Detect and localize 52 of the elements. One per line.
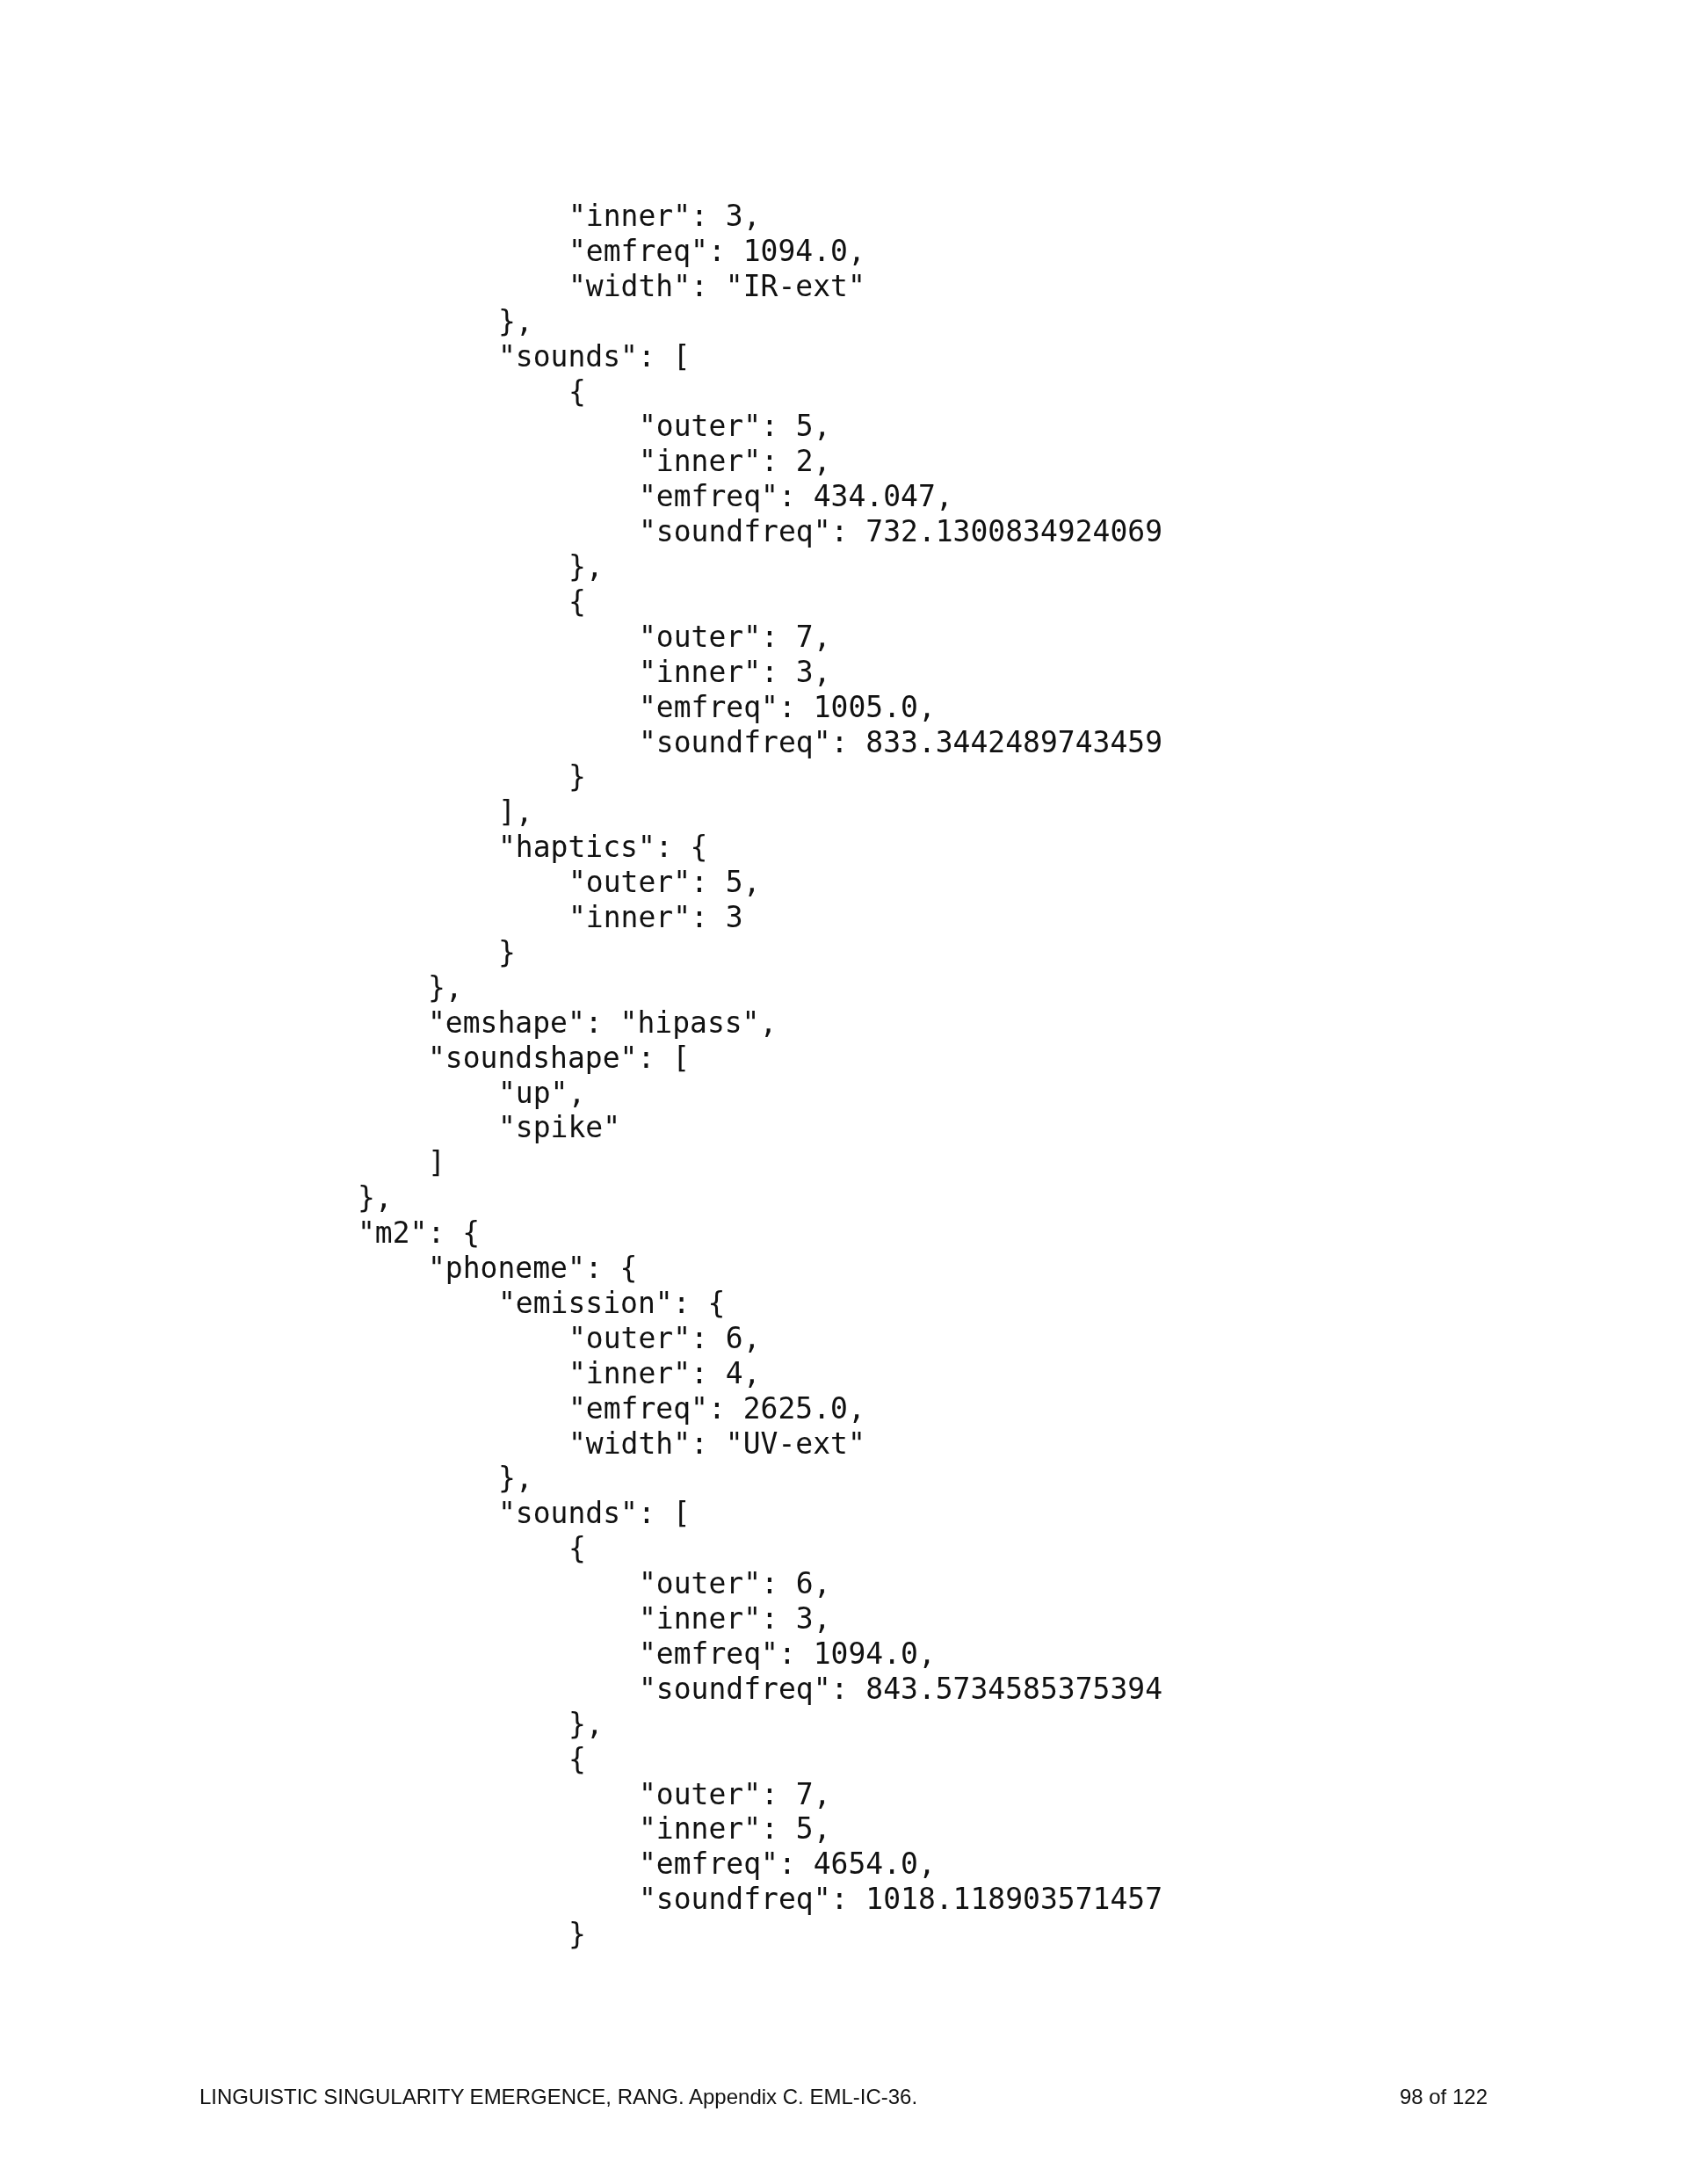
code-line: "soundfreq": 1018.118903571457 [639,1882,1163,1918]
footer-text: LINGUISTIC SINGULARITY EMERGENCE, RANG. Appendix C. EML-IC-36. [199,2085,918,2109]
code-line: } [568,1917,586,1953]
code-line: "inner": 5, [639,1811,831,1847]
code-line: "spike" [498,1110,621,1146]
code-line: "emshape": "hipass", [428,1005,778,1041]
code-line: "outer": 7, [639,619,831,655]
code-line: "sounds": [ [498,338,691,374]
code-line: }, [428,969,463,1005]
code-line: "width": "UV-ext" [568,1426,865,1462]
code-line: "emission": { [498,1285,726,1321]
code-line: "soundfreq": 833.3442489743459 [639,724,1163,760]
code-line: "phoneme": { [428,1251,638,1286]
code-line: }, [498,1461,533,1497]
code-line: "outer": 7, [639,1776,831,1812]
code-line: "outer": 5, [639,409,831,445]
code-line: "outer": 6, [639,1566,831,1602]
code-line: ], [498,795,533,831]
code-line: } [568,759,586,795]
code-line: "sounds": [ [498,1496,691,1532]
code-line: "inner": 3, [639,654,831,690]
code-line: }, [498,303,533,339]
code-line: "emfreq": 2625.0, [568,1390,865,1426]
code-line: }, [568,1706,604,1742]
code-line: "soundfreq": 843.5734585375394 [639,1671,1163,1707]
code-line: "haptics": { [498,830,708,866]
code-line: } [498,934,516,970]
code-line: "soundfreq": 732.1300834924069 [639,514,1163,550]
code-line: "soundshape": [ [428,1040,690,1076]
code-line: "inner": 4, [568,1355,761,1391]
code-line: "emfreq": 1094.0, [639,1636,936,1672]
code-line: "emfreq": 1005.0, [639,689,936,725]
code-line: "inner": 3, [639,1601,831,1636]
code-line: }, [568,549,604,584]
code-line: "up", [498,1075,586,1111]
code-line: { [568,1531,586,1567]
code-line: ] [428,1145,445,1181]
page-number: 98 of 122 [1399,2085,1488,2109]
code-line: }, [358,1180,393,1216]
code-line: "inner": 3 [568,900,743,935]
code-line: { [568,374,586,410]
code-line: "inner": 2, [639,444,831,480]
code-line: "outer": 6, [568,1320,761,1356]
code-line: "outer": 5, [568,865,761,901]
code-line: "m2": { [358,1215,481,1252]
code-line: "inner": 3, [568,199,761,234]
code-line: "emfreq": 1094.0, [568,233,865,269]
code-line: "emfreq": 4654.0, [639,1847,936,1883]
code-line: { [568,1741,586,1777]
code-line: "emfreq": 434.047, [639,479,953,515]
code-line: { [568,584,586,620]
code-line: "width": "IR-ext" [568,268,865,304]
